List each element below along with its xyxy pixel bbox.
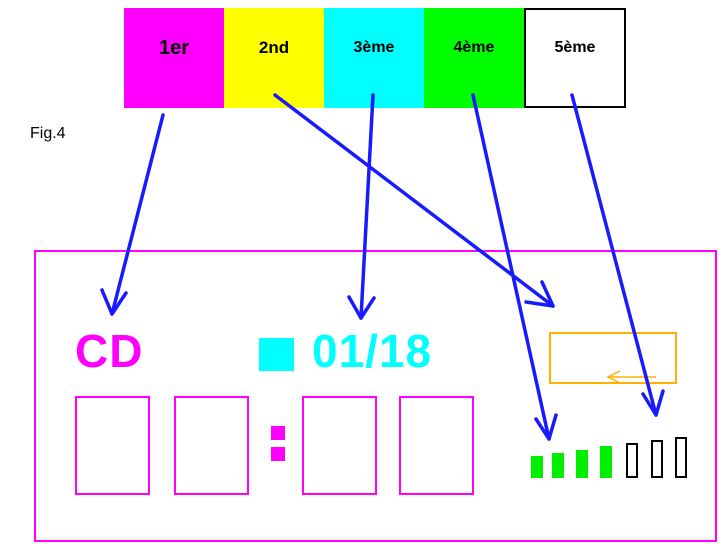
arrow-4eme-to-filled-bars	[471, 93, 558, 441]
legend-cell-4eme: 4ème	[424, 8, 524, 108]
time-digit-2	[174, 396, 249, 495]
figure-label: Fig.4	[30, 125, 66, 142]
level-bar-empty-2	[651, 440, 663, 478]
return-arrow-icon	[606, 370, 656, 384]
arrow-2nd-to-status-box	[273, 93, 555, 308]
legend-cell-3eme: 3ème	[324, 8, 424, 108]
arrow-3eme-to-track	[347, 93, 376, 320]
track-counter: 01/18	[312, 325, 433, 377]
status-box	[549, 332, 677, 384]
time-colon-dot-top	[271, 426, 285, 440]
legend-label-2nd: 2nd	[258, 38, 290, 57]
legend-cell-1er: 1er	[124, 8, 224, 108]
legend-cell-2nd: 2nd	[224, 8, 324, 108]
level-bar-empty-1	[626, 443, 638, 478]
legend-label-3eme: 3ème	[353, 39, 395, 56]
track-square-icon	[259, 338, 294, 371]
level-bar-empty-3	[675, 437, 687, 478]
display-panel	[34, 250, 717, 542]
arrow-1er-to-cd	[100, 113, 165, 316]
time-colon-dot-bottom	[271, 447, 285, 461]
legend-cell-5eme: 5ème	[524, 8, 626, 108]
level-bar-filled-4	[600, 446, 612, 478]
arrow-5eme-to-empty-bars	[570, 93, 665, 417]
legend-label-4eme: 4ème	[453, 39, 495, 56]
time-digit-4	[399, 396, 474, 495]
level-bar-filled-2	[552, 453, 564, 478]
level-bar-filled-1	[531, 456, 543, 478]
source-indicator: CD	[75, 325, 144, 377]
legend-label-5eme: 5ème	[554, 39, 596, 56]
time-digit-1	[75, 396, 150, 495]
color-legend: 1er 2nd 3ème 4ème 5ème	[124, 8, 626, 108]
time-digit-3	[302, 396, 377, 495]
level-bar-filled-3	[576, 450, 588, 478]
legend-label-1er: 1er	[158, 36, 190, 59]
